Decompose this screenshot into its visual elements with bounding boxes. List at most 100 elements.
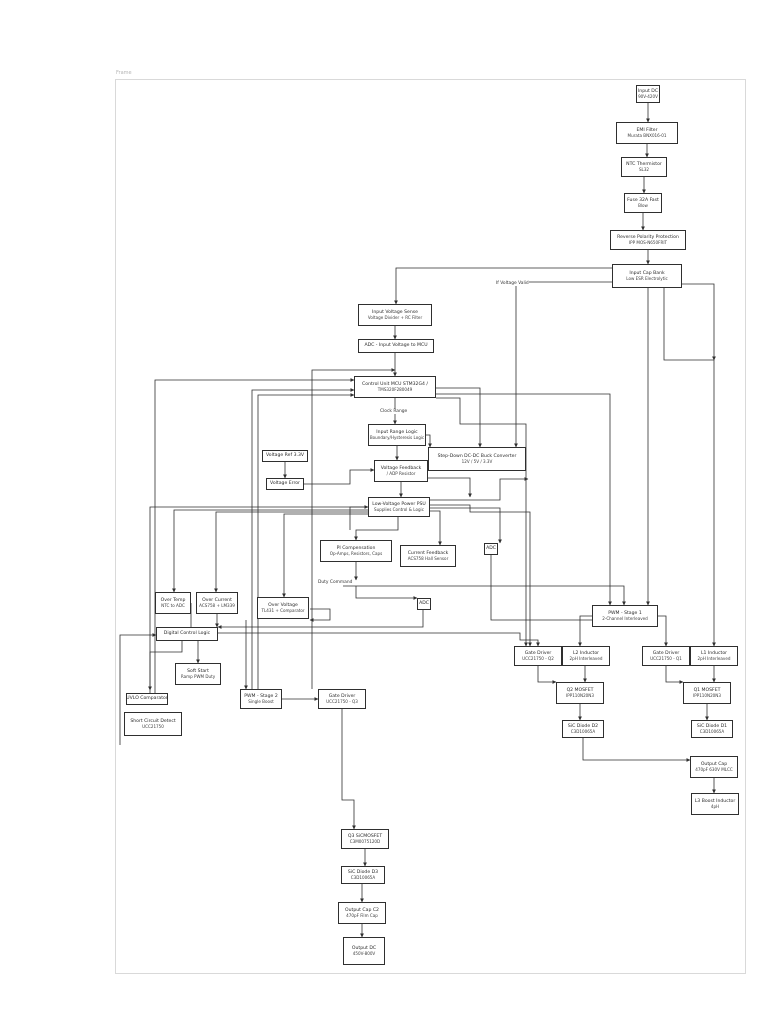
node-dig[interactable]: Digital Control Logic [156,627,218,641]
diagram-frame [115,79,746,974]
node-title: NTC Thermistor [626,161,662,167]
node-title: Voltage Feedback [380,465,422,471]
node-subtitle: 4pH [710,804,720,810]
connector-arrow [426,434,432,448]
node-title: Fuse 32A Fast [627,197,659,203]
node-subtitle: IPP110N20N3 [566,693,594,699]
connector-arrow [436,393,612,606]
connector-arrow [436,387,482,448]
node-adc2[interactable]: ADC [484,543,498,555]
node-subtitle: Murata BNX016-01 [627,133,667,139]
node-title: Digital Control Logic [163,631,211,637]
connector-arrow [430,504,532,647]
connector-arrow [430,477,529,501]
node-vfb[interactable]: Voltage Feedback/ ADP Resistor [374,460,428,482]
connector-arrow [119,633,157,745]
node-subtitle: Low ESR Electrolytic [626,276,668,282]
node-subtitle: Supplies Control & Logic [374,507,424,513]
node-subtitle: UCC21750 - Q2 [522,656,554,662]
node-title: Input Range Logic [376,429,418,435]
node-title: L2 Inductor [572,650,600,656]
node-title: SiC Diode D1 [696,723,728,729]
node-title: PI Compensation [336,545,376,551]
connector-arrow [355,586,418,600]
edge-label-duty-command: Duty Command [318,580,353,585]
connector-arrow [257,393,355,689]
node-title: ADC [486,546,496,552]
node-subtitle: UCC21750 - Q1 [650,656,682,662]
node-title: Input Voltage Sense [372,309,418,315]
node-title: Soft Start [187,668,209,674]
node-subtitle: 90V-420V [638,94,658,100]
node-title: Voltage Ref 3.3V [265,453,305,459]
connector-arrow [214,511,368,593]
node-vref[interactable]: Voltage Ref 3.3V [262,450,308,462]
node-subtitle: IPP MOS-N650FRIT [628,240,668,246]
node-title: L3 Boost Inductor [694,798,736,804]
node-title: PWM - Stage 2 [244,693,278,699]
node-title: Input Cap Bank [629,270,665,276]
node-subtitle: / ADP Resistor [386,471,416,477]
node-subtitle: UCC21750 - Q3 [326,699,358,705]
node-subtitle: C3D10065A [350,875,376,881]
node-adc3[interactable]: ADC [417,598,431,610]
connector-arrow [658,615,668,647]
node-uvlo[interactable]: UVLO Comparator [126,693,168,705]
node-title: Gate Driver [328,693,356,699]
node-verr[interactable]: Voltage Error [266,478,304,490]
node-title: Over Temp [160,597,186,603]
node-title: EMI Filter [636,127,658,133]
node-title: Low-Voltage Power PSU [372,501,426,507]
connector-arrow [349,505,369,530]
node-title: Over Voltage [268,602,298,608]
connector-arrow [343,585,626,606]
connector-arrow [665,666,684,684]
node-title: Control Unit MCU STM32G4 / [362,381,428,387]
node-title: Short Circuit Detect [130,718,176,724]
node-title: Output Cap [700,761,728,767]
node-title: Input DC [637,88,659,94]
connector-arrow [251,388,355,689]
connector-arrow [354,517,399,541]
node-mcu[interactable]: Control Unit MCU STM32G4 /TMS320F280049 [354,376,436,398]
node-title: Gate Driver [524,650,552,656]
node-title: Q2 MOSFET [566,687,594,693]
node-title: Current Feedback [407,550,449,556]
node-adc[interactable]: ADC - Input Voltage to MCU [358,339,434,353]
node-subtitle: 470pF Film Cap [346,913,378,919]
